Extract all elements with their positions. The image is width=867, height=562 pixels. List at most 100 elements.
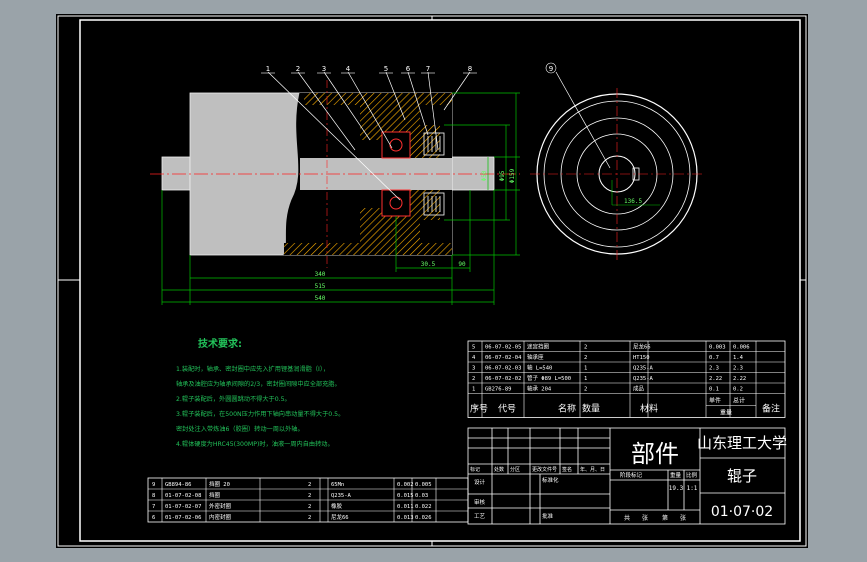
parts-upper-cell: 0.7 xyxy=(709,355,719,361)
parts-lower-cell: 2 xyxy=(308,482,311,488)
parts-upper-cell: 2 xyxy=(584,387,587,393)
parts-upper-cell: 迷宫挡圈 xyxy=(527,343,550,351)
dim-shaft-dia: Φ50 xyxy=(481,170,488,181)
title-scale: 1:1 xyxy=(687,485,698,492)
parts-upper-cell: 2 xyxy=(472,376,475,382)
parts-upper-cell: 轴 L=540 xyxy=(527,364,552,372)
dimension-lines xyxy=(161,92,520,305)
role-process: 工艺 xyxy=(474,513,486,520)
rev-header-cell: 标记 xyxy=(470,466,480,473)
keyway-dim-text: 136.5 xyxy=(624,198,642,205)
balloon-label: 5 xyxy=(384,65,388,73)
rev-header-cell: 签名 xyxy=(562,466,572,473)
note-line: 2.辊子装配后，外圆圆跳动不得大于0.5。 xyxy=(176,395,291,403)
dimension-texts: 340 515 540 30.5 Φ50 Φ95 Φ159 90 xyxy=(315,168,516,302)
parts-upper-cell: 1.4 xyxy=(733,355,744,361)
technical-notes: 技术要求: 1.装配时，轴承、密封圈中应先入扩用锂基润滑脂（I）， 轴承及油腔应… xyxy=(176,337,344,448)
parts-lower-cell: 0.022 xyxy=(415,504,432,510)
parts-upper-cell: 1 xyxy=(584,376,587,382)
dim-length-overall: 515 xyxy=(315,283,326,290)
parts-lower-cell: 6 xyxy=(152,515,155,521)
parts-upper-cell: 1 xyxy=(472,387,475,393)
parts-upper-cell: 2.3 xyxy=(733,366,743,372)
parts-lower-cell: Q235-A xyxy=(331,493,352,499)
parts-upper-cell: 5 xyxy=(472,345,475,351)
parts-upper-cell: 管子 Φ89 L=500 xyxy=(527,374,571,382)
parts-lower-cell: 01-07-02-08 xyxy=(165,493,201,499)
balloon-label: 4 xyxy=(346,65,351,73)
bearing-top xyxy=(381,131,411,159)
parts-upper-cell: 尼龙66 xyxy=(633,343,651,351)
title-school: 山东理工大学 xyxy=(697,434,787,452)
centering-marks xyxy=(58,16,806,546)
balloon-label: 7 xyxy=(426,65,430,73)
rev-header-cell: 更改文件号 xyxy=(532,466,557,473)
parts-lower-cell: 挡圈 20 xyxy=(209,480,230,488)
parts-lower-cell: 8 xyxy=(152,493,155,499)
bearing-bottom xyxy=(381,189,411,217)
parts-upper-cell: 2 xyxy=(584,345,587,351)
dim-housing-dia: Φ95 xyxy=(499,170,506,181)
parts-lower-cell: 65Mn xyxy=(331,482,344,488)
dim-length-tube: 340 xyxy=(315,271,326,278)
parts-lower-cell: 0.026 xyxy=(415,515,432,521)
dim-end-length: 90 xyxy=(458,261,466,268)
balloon-9 xyxy=(545,62,557,74)
parts-upper-cell: 成品 xyxy=(633,385,645,393)
note-line: 1.装配时，轴承、密封圈中应先入扩用锂基润滑脂（I）， xyxy=(176,365,329,373)
labyrinth-seal-bottom xyxy=(423,192,445,216)
parts-lower-cell: 01-07-02-06 xyxy=(165,515,201,521)
shaft-right-end xyxy=(451,156,495,191)
role-review: 审核 xyxy=(474,498,486,506)
balloon-8: 8 xyxy=(463,65,477,74)
parts-upper-header: 数量 xyxy=(582,403,600,415)
parts-lower-cell: 橡胶 xyxy=(331,502,343,510)
hdr-total: 总计 xyxy=(733,397,745,405)
parts-upper-cell: Q235-A xyxy=(633,376,654,382)
parts-upper-cell: 06-07-02-03 xyxy=(485,366,521,372)
note-line: 轴承及油腔应为轴承间隙的2/3，密封圈间隙中应全部充脂。 xyxy=(176,380,341,388)
parts-lower-cell: 0.005 xyxy=(415,482,432,488)
roller-front-view[interactable] xyxy=(150,80,520,268)
sheet-info-cell: 共 xyxy=(624,514,630,522)
note-line: 3.辊子装配后，在500N压力作用下轴向串动量不得大于0.5。 xyxy=(176,410,344,418)
parts-lower-cell: 0.03 xyxy=(415,493,428,499)
balloon-label: 8 xyxy=(468,65,472,73)
parts-upper-cell: 2 xyxy=(584,355,587,361)
parts-lower-cell: 挡圈 xyxy=(209,491,221,499)
rev-header-cell: 年、月、日 xyxy=(580,466,605,473)
parts-upper-cell: 4 xyxy=(472,355,476,361)
hdr-mass: 重量 xyxy=(720,409,732,417)
note-line: 4.辊体硬度为HRC45(300MP)时，油液一周内自由转动。 xyxy=(176,440,334,448)
sheet-info-cell: 张 xyxy=(680,514,686,522)
balloon-9-label: 9 xyxy=(549,65,553,73)
parts-lower-cell: 0.002 xyxy=(397,482,414,488)
balloon-label: 3 xyxy=(322,65,326,73)
parts-lower-cell: 7 xyxy=(152,504,155,510)
roller-side-view[interactable]: 9 136.5 xyxy=(530,62,705,260)
balloon-5: 5 xyxy=(379,65,393,74)
parts-upper-cell: HT150 xyxy=(633,355,650,361)
sheet-info-cell: 张 xyxy=(642,514,648,522)
parts-upper-cell: 轴承座 xyxy=(527,353,544,361)
balloon-1: 1 xyxy=(261,65,275,74)
parts-upper-header: 名称 xyxy=(558,403,576,415)
balloon-4: 4 xyxy=(341,65,355,74)
stage-header-cell: 比例 xyxy=(686,471,698,479)
parts-lower-cell: 9 xyxy=(152,482,155,488)
balloon-2: 2 xyxy=(291,65,305,74)
parts-upper-cell: 3 xyxy=(472,366,475,372)
parts-upper-cell: 06-07-02-05 xyxy=(485,345,521,351)
shaft-left-end xyxy=(161,156,191,191)
parts-lower-cell: GB894-86 xyxy=(165,482,192,488)
notes-title: 技术要求: xyxy=(198,337,242,350)
balloon-7: 7 xyxy=(421,65,435,74)
title-mass: 19.3 xyxy=(669,485,684,492)
parts-upper-cell: 0.1 xyxy=(709,387,719,393)
parts-upper-header: 材料 xyxy=(640,403,658,415)
